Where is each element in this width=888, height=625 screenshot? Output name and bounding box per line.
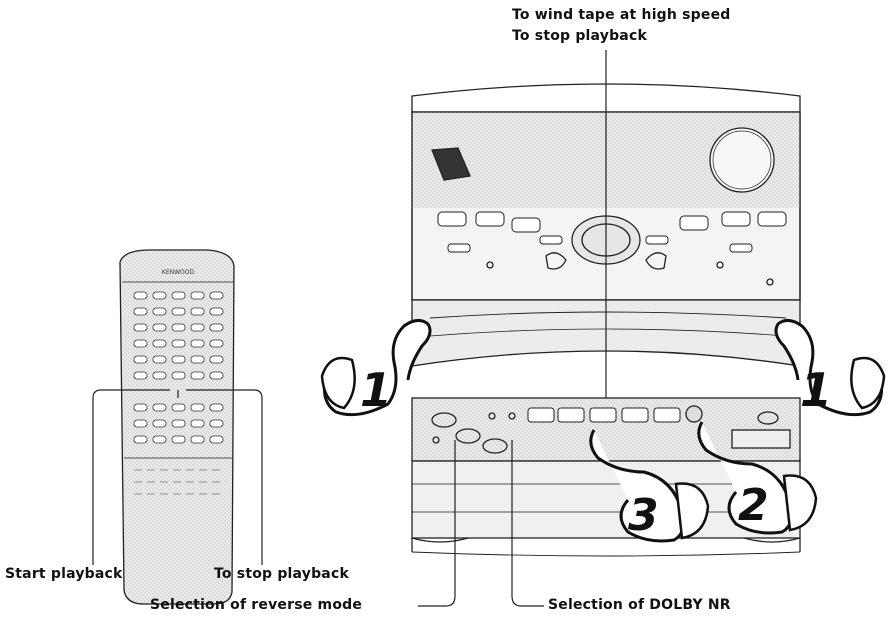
remote-button <box>191 372 204 379</box>
remote-button <box>134 404 147 411</box>
unit-button <box>680 216 708 230</box>
label-wind-tape: To wind tape at high speed <box>512 7 731 23</box>
remote-button <box>210 404 223 411</box>
unit-button-small <box>730 244 752 252</box>
remote-button <box>191 292 204 299</box>
remote-button <box>172 372 185 379</box>
step-number-1-left: 1 <box>360 363 392 417</box>
remote-button <box>153 372 166 379</box>
remote-button <box>153 340 166 347</box>
remote-button <box>134 436 147 443</box>
label-start-playback: Start playback <box>5 566 123 582</box>
remote-button <box>191 404 204 411</box>
step-number-2: 2 <box>738 480 769 531</box>
unit-button-small <box>646 236 668 244</box>
remote-button <box>191 436 204 443</box>
remote-button <box>191 356 204 363</box>
deck-button <box>622 408 648 422</box>
unit-button-small <box>540 236 562 244</box>
unit-button <box>476 212 504 226</box>
remote-button <box>153 404 166 411</box>
remote-button <box>153 308 166 315</box>
remote-button <box>172 308 185 315</box>
label-dolby-nr: Selection of DOLBY NR <box>548 597 731 613</box>
remote-button <box>210 324 223 331</box>
remote-button <box>153 436 166 443</box>
remote-button <box>134 372 147 379</box>
remote-button <box>172 292 185 299</box>
remote-button <box>191 324 204 331</box>
remote-button <box>153 324 166 331</box>
remote-button <box>153 420 166 427</box>
remote-button <box>134 356 147 363</box>
remote-button <box>210 340 223 347</box>
deck-button <box>558 408 584 422</box>
remote-button <box>191 420 204 427</box>
remote-button <box>210 420 223 427</box>
remote-button <box>172 436 185 443</box>
unit-button <box>758 212 786 226</box>
remote-control: KENWOOD <box>120 250 234 604</box>
remote-button <box>153 292 166 299</box>
remote-button <box>210 356 223 363</box>
deck-button <box>654 408 680 422</box>
remote-button <box>191 308 204 315</box>
remote-button <box>191 340 204 347</box>
deck-button <box>590 408 616 422</box>
remote-button <box>210 372 223 379</box>
remote-brand: KENWOOD <box>162 269 195 276</box>
deck-button-row <box>528 408 680 422</box>
remote-button <box>134 420 147 427</box>
unit-button-small <box>448 244 470 252</box>
remote-button <box>153 356 166 363</box>
remote-button <box>172 404 185 411</box>
deck-button <box>528 408 554 422</box>
remote-button <box>134 324 147 331</box>
remote-button <box>172 420 185 427</box>
remote-button <box>172 340 185 347</box>
remote-button <box>134 308 147 315</box>
step-number-1-right: 1 <box>800 363 832 417</box>
step-number-3: 3 <box>628 490 659 541</box>
remote-button <box>172 324 185 331</box>
unit-button <box>512 218 540 232</box>
unit-button <box>438 212 466 226</box>
remote-button <box>134 340 147 347</box>
remote-button <box>172 356 185 363</box>
remote-button <box>210 292 223 299</box>
label-stop-playback: To stop playback <box>214 566 349 582</box>
remote-button <box>210 308 223 315</box>
remote-button <box>134 292 147 299</box>
unit-button <box>722 212 750 226</box>
label-reverse-mode: Selection of reverse mode <box>150 597 362 613</box>
label-stop-playback-top: To stop playback <box>512 28 647 44</box>
remote-button <box>210 436 223 443</box>
